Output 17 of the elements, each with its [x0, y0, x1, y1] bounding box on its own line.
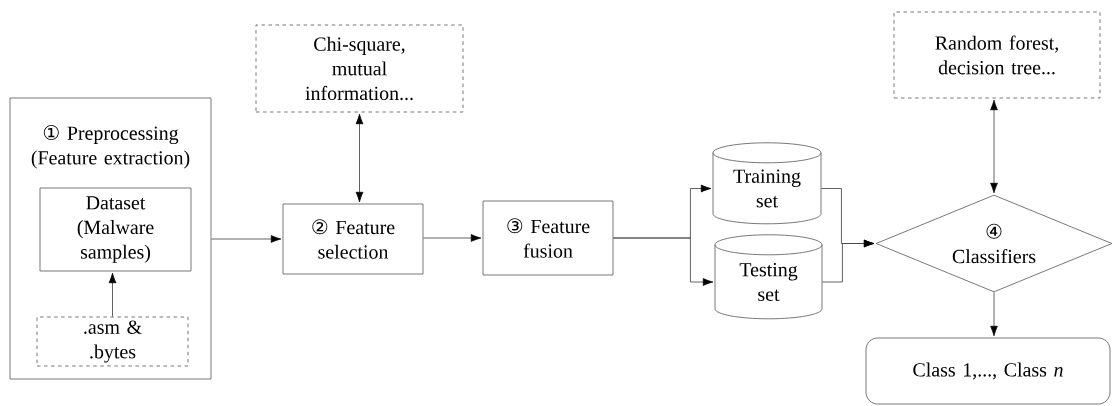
arrow — [990, 292, 998, 337]
arrow — [822, 239, 875, 283]
process-box: ② Feature selection — [282, 203, 424, 275]
arrow — [211, 235, 282, 243]
process-box: ③ Feature fusion — [482, 200, 614, 276]
output-box: Class 1,..., Class n — [865, 337, 1111, 405]
arrow — [423, 234, 482, 242]
process-box: Dataset (Malware samples) — [39, 187, 192, 272]
database-cylinder: Training set — [712, 142, 822, 225]
database-cylinder: Testing set — [714, 234, 823, 320]
arrow — [613, 237, 714, 286]
method-box: Random forest, decision tree... — [893, 11, 1101, 99]
arrow — [108, 272, 117, 317]
arrow — [355, 113, 364, 203]
method-box: Chi-square, mutual information... — [255, 24, 464, 113]
arrow — [990, 99, 998, 194]
input-box: .asm & .bytes — [36, 316, 189, 367]
